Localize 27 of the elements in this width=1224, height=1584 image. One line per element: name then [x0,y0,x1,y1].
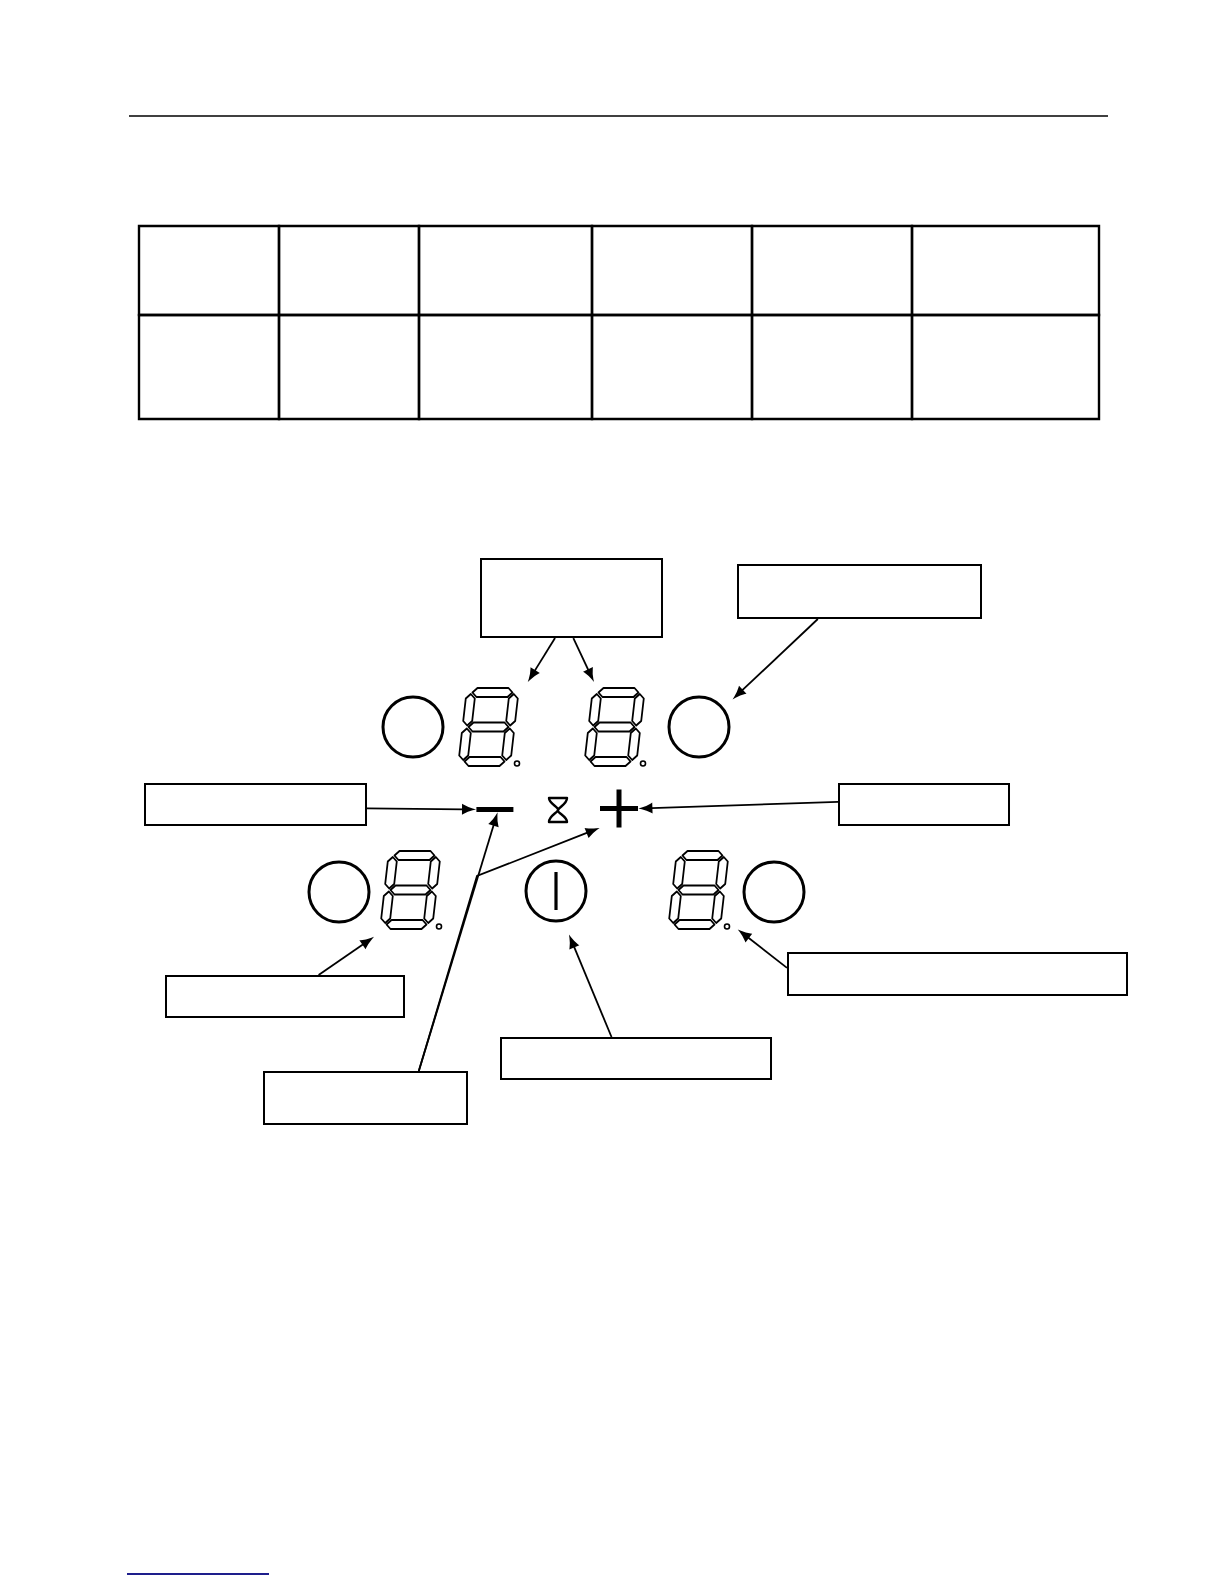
seven-segment-digit [668,850,731,930]
arrow [528,637,556,680]
seven-segment-digit [380,850,443,930]
arrow [572,637,594,680]
indicator-circle [742,860,806,924]
callout-box [500,1037,772,1080]
callout-box [480,558,663,638]
arrow [366,804,474,815]
indicator-circle [667,695,731,759]
arrow [569,936,613,1038]
seven-segment-digit [584,687,647,767]
callout-box [144,783,367,826]
callout-box [838,783,1010,826]
arrow [317,937,372,976]
power-button [524,859,588,923]
callout-box [737,564,982,619]
callout-box [263,1071,468,1125]
indicator-circle [381,695,445,759]
callout-box [787,952,1128,996]
indicator-circle [307,860,371,924]
arrow [739,930,788,969]
plus-sign [600,789,638,828]
arrow [734,618,819,698]
minus-sign [476,806,514,812]
arrow [417,828,598,1072]
seven-segment-digit [458,687,521,767]
callout-box [165,975,405,1018]
